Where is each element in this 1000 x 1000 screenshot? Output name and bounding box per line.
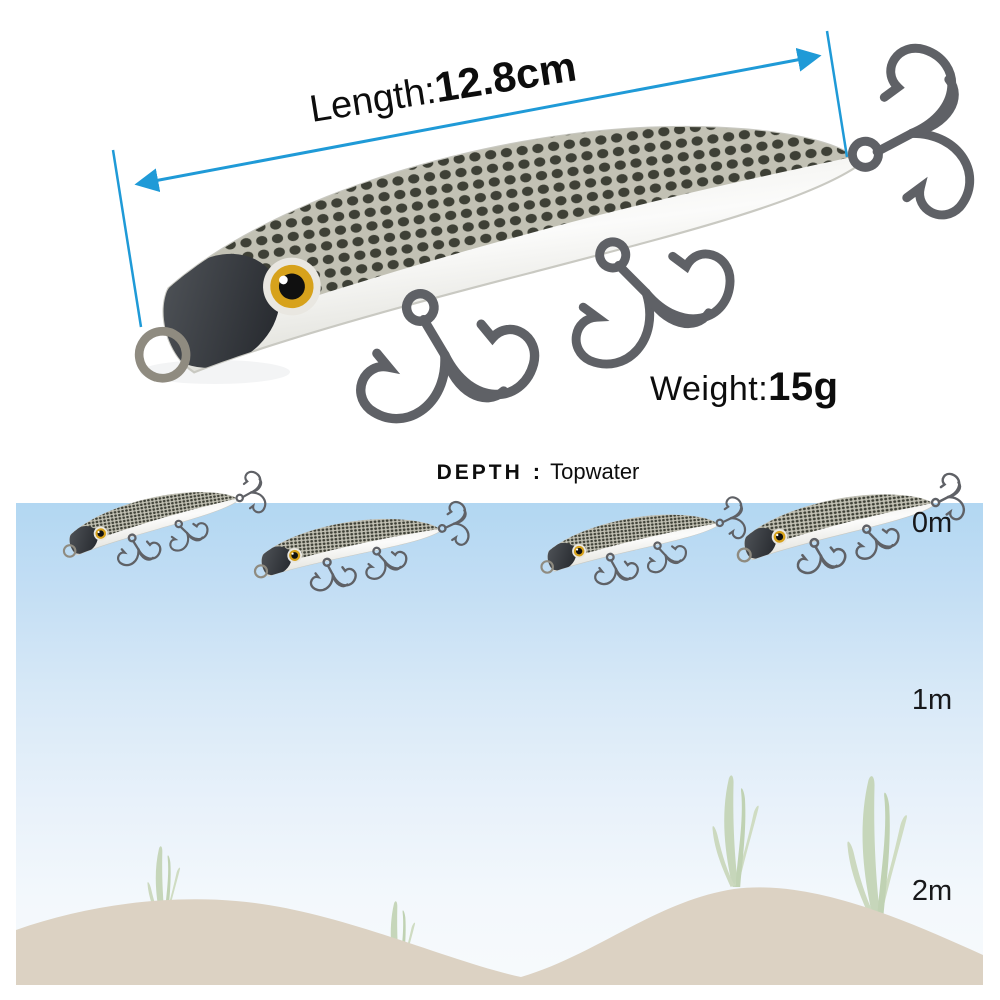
fishing-lure-image xyxy=(112,39,999,460)
extension-line-right xyxy=(825,30,849,158)
depth-marker-1m: 1m xyxy=(911,684,953,716)
depth-heading-label: DEPTH xyxy=(436,461,523,484)
weight-annotation: Weight:15g xyxy=(650,365,839,410)
length-value: 12.8cm xyxy=(431,42,579,111)
surface-lure-icon xyxy=(536,496,751,593)
length-label: Length: xyxy=(307,70,439,131)
seabed xyxy=(16,775,983,985)
weight-label: Weight: xyxy=(650,370,769,408)
surface-lure-icon xyxy=(56,469,273,576)
surface-lure-icon xyxy=(250,500,474,598)
depth-heading: DEPTH : Topwater xyxy=(437,459,640,485)
depth-marker-2m: 2m xyxy=(911,875,953,907)
depth-marker-0m: 0m xyxy=(911,507,953,539)
sand-bottom xyxy=(16,887,983,985)
depth-heading-separator: : xyxy=(532,459,541,484)
length-dimension-arrow xyxy=(111,30,849,328)
weight-value: 15g xyxy=(768,365,839,409)
seaweed-icon xyxy=(712,775,759,887)
extension-line-left xyxy=(111,149,143,328)
depth-heading-value: Topwater xyxy=(550,459,640,484)
dimension-line xyxy=(134,47,822,193)
seaweed-icon xyxy=(847,776,907,920)
length-annotation: Length:12.8cm xyxy=(306,42,579,131)
